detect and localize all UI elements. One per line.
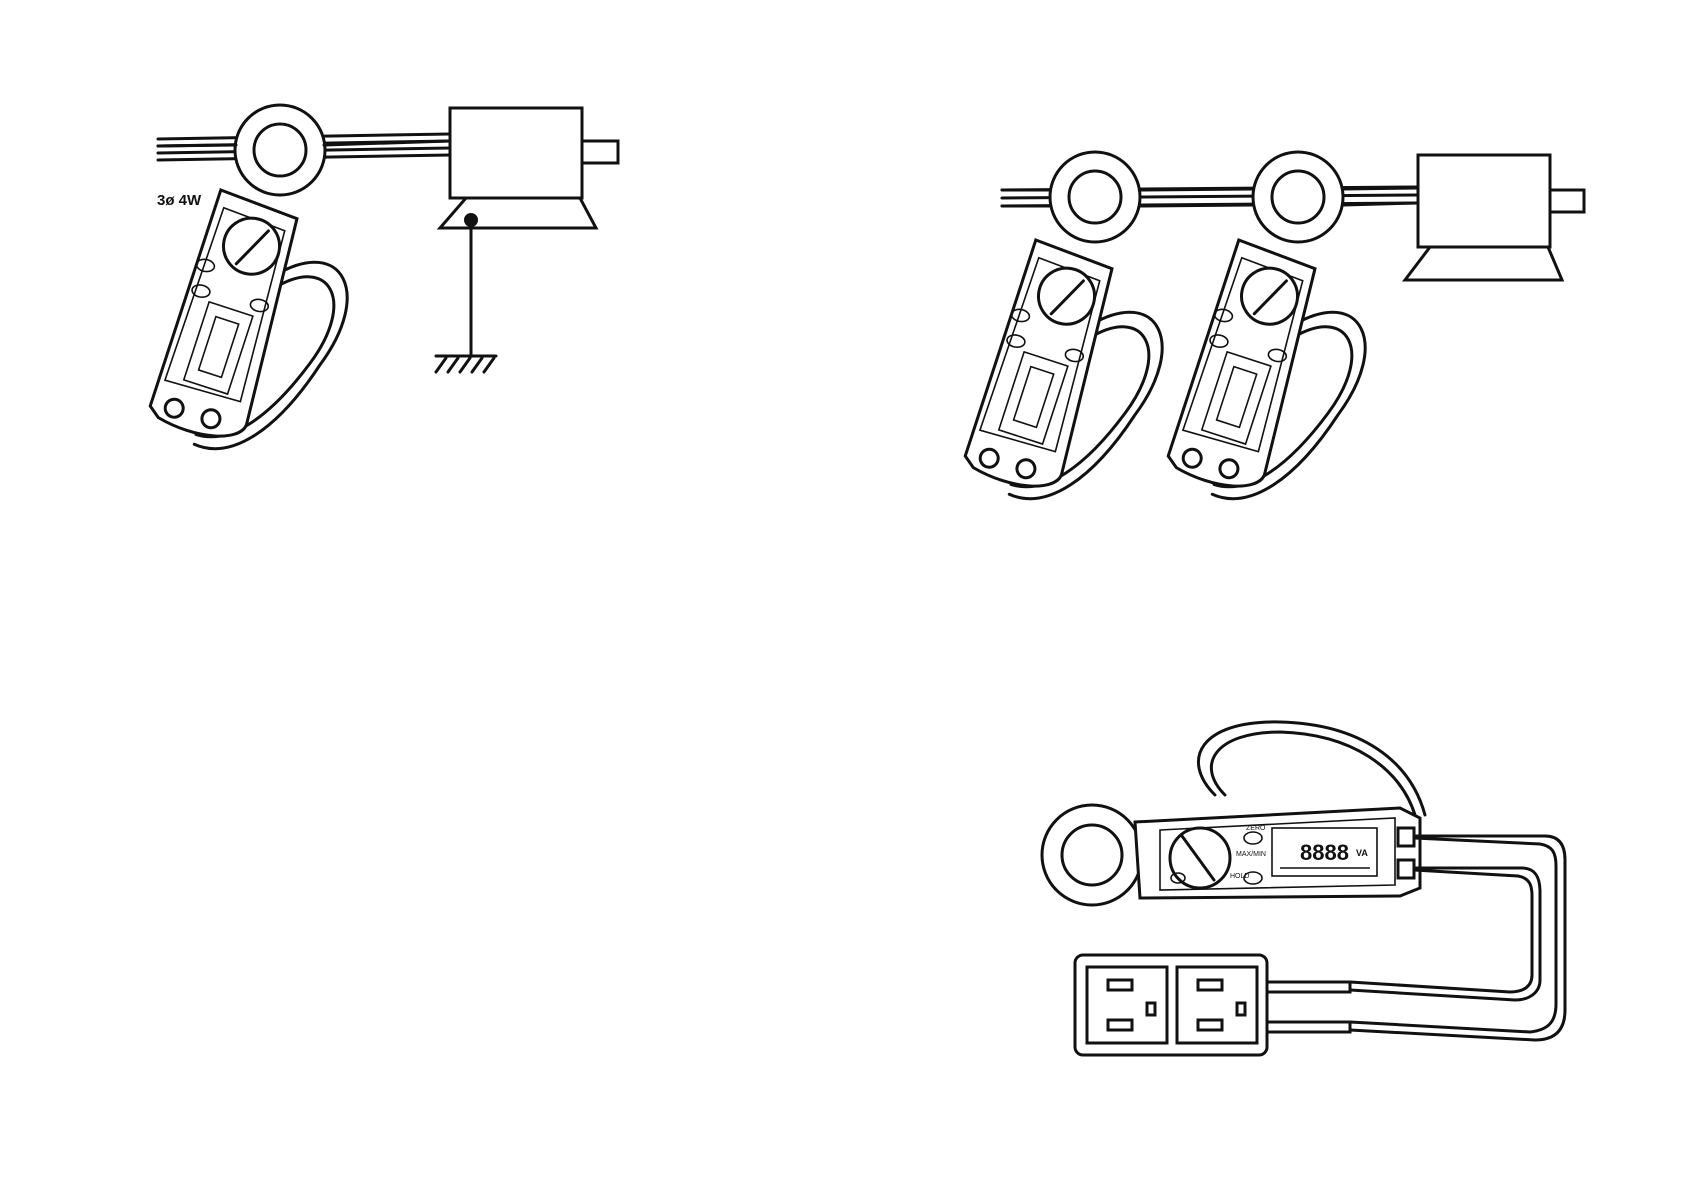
ground-connection bbox=[436, 213, 496, 356]
lcd-unit: VA bbox=[1356, 848, 1368, 858]
lcd-digits: 8888 bbox=[1300, 840, 1349, 865]
input-jack-v[interactable] bbox=[1398, 828, 1414, 846]
clamp-jaw-icon bbox=[1253, 152, 1343, 242]
hold-label: HOLD bbox=[1230, 873, 1249, 880]
clamp-jaw-icon bbox=[1050, 152, 1140, 242]
clamp-meter-left bbox=[960, 234, 1178, 517]
diagram-two-meter-measurement bbox=[960, 152, 1584, 518]
motor-load bbox=[440, 108, 618, 228]
clamp-meter bbox=[145, 184, 363, 467]
rotary-switch-icon bbox=[1170, 828, 1230, 888]
outlet-icon bbox=[1075, 955, 1267, 1055]
clamp-meter-right bbox=[1163, 234, 1381, 517]
zero-label: ZERO bbox=[1246, 825, 1266, 832]
clamp-meter-horizontal: ZERO HOLD MAX/MIN 8888 VA bbox=[1135, 808, 1420, 898]
diagram-outlet-voltage-measurement: ZERO HOLD MAX/MIN 8888 VA bbox=[1042, 722, 1565, 1055]
system-label: 3ø 4W bbox=[157, 192, 202, 209]
input-jack-com[interactable] bbox=[1398, 860, 1414, 878]
max-min-label: MAX/MIN bbox=[1236, 851, 1266, 858]
ground-symbol-icon bbox=[436, 358, 494, 372]
wrist-strap bbox=[1198, 722, 1425, 815]
clamp-jaw-icon bbox=[1042, 805, 1142, 905]
motor-load bbox=[1405, 155, 1584, 280]
diagram-3phase-4wire-ground: 3ø 4W bbox=[145, 105, 618, 468]
